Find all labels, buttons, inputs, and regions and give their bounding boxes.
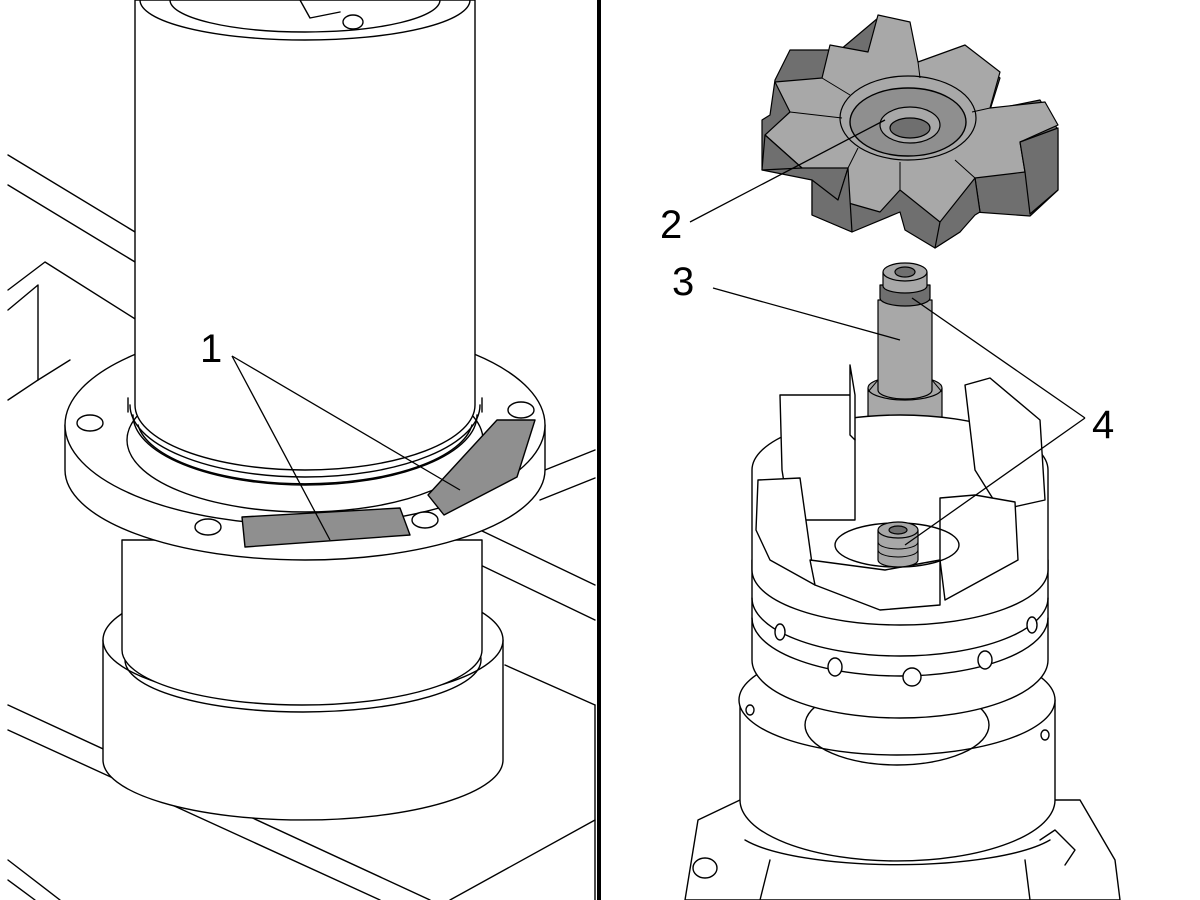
left-panel: 1 [7,0,596,900]
callout-1: 1 [200,327,461,541]
star-coupling [761,14,1059,249]
callout-3: 3 [672,260,901,341]
callout-4: 4 [904,297,1114,546]
strip-right [427,419,536,516]
callout-4-label: 4 [1092,403,1114,447]
coupling-hub [684,364,1121,900]
marking-strips [241,419,536,548]
drive-body [692,829,1076,900]
callout-3-label: 3 [672,260,694,304]
callout-2-label: 2 [660,203,682,247]
callout-1-label: 1 [200,327,222,371]
callout-2: 2 [660,119,886,247]
right-panel: 2 3 [660,14,1121,900]
main-cylinder [127,0,483,486]
strip-front [241,507,411,548]
base-cylinder [102,539,504,821]
